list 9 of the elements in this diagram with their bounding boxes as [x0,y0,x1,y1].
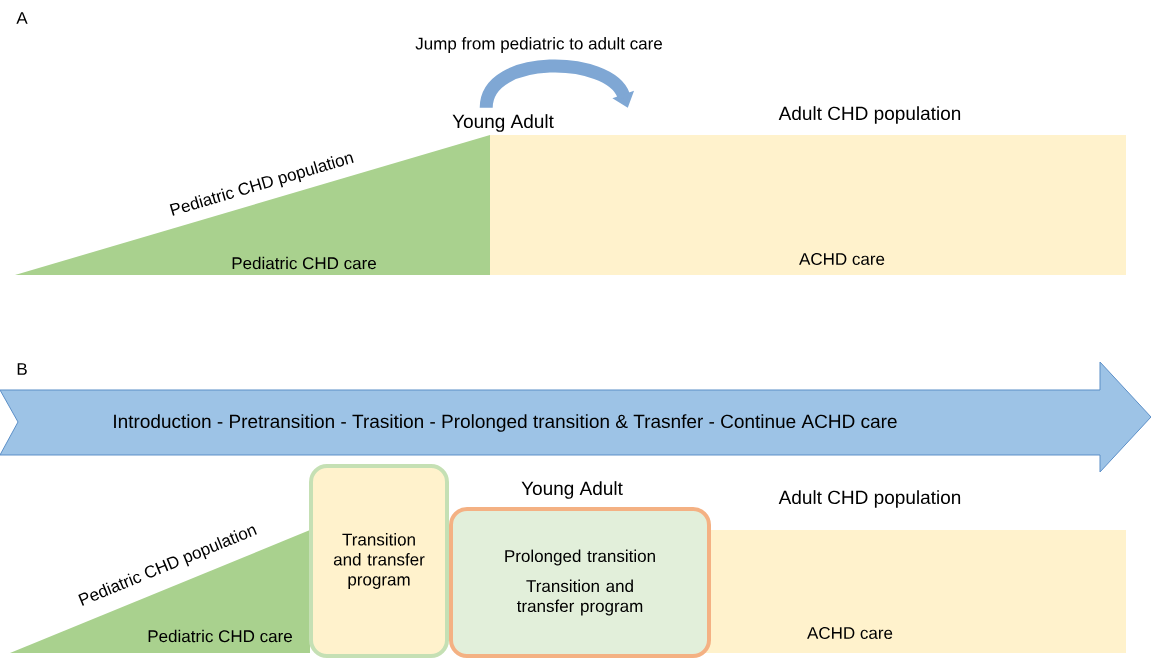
node-label: Adult CHD population [778,490,961,508]
program-box: Prolonged transition Transition and transfer program [449,507,711,658]
stage-label: Young Adult [521,481,623,499]
label: Young Adult [452,114,554,132]
label: B [17,363,27,375]
label: A [16,12,28,24]
edge-label: Jump from pediatric to adult care [415,37,662,53]
node-label: Adult CHD population [778,106,961,124]
program-box: Transition and transfer program [309,464,449,658]
